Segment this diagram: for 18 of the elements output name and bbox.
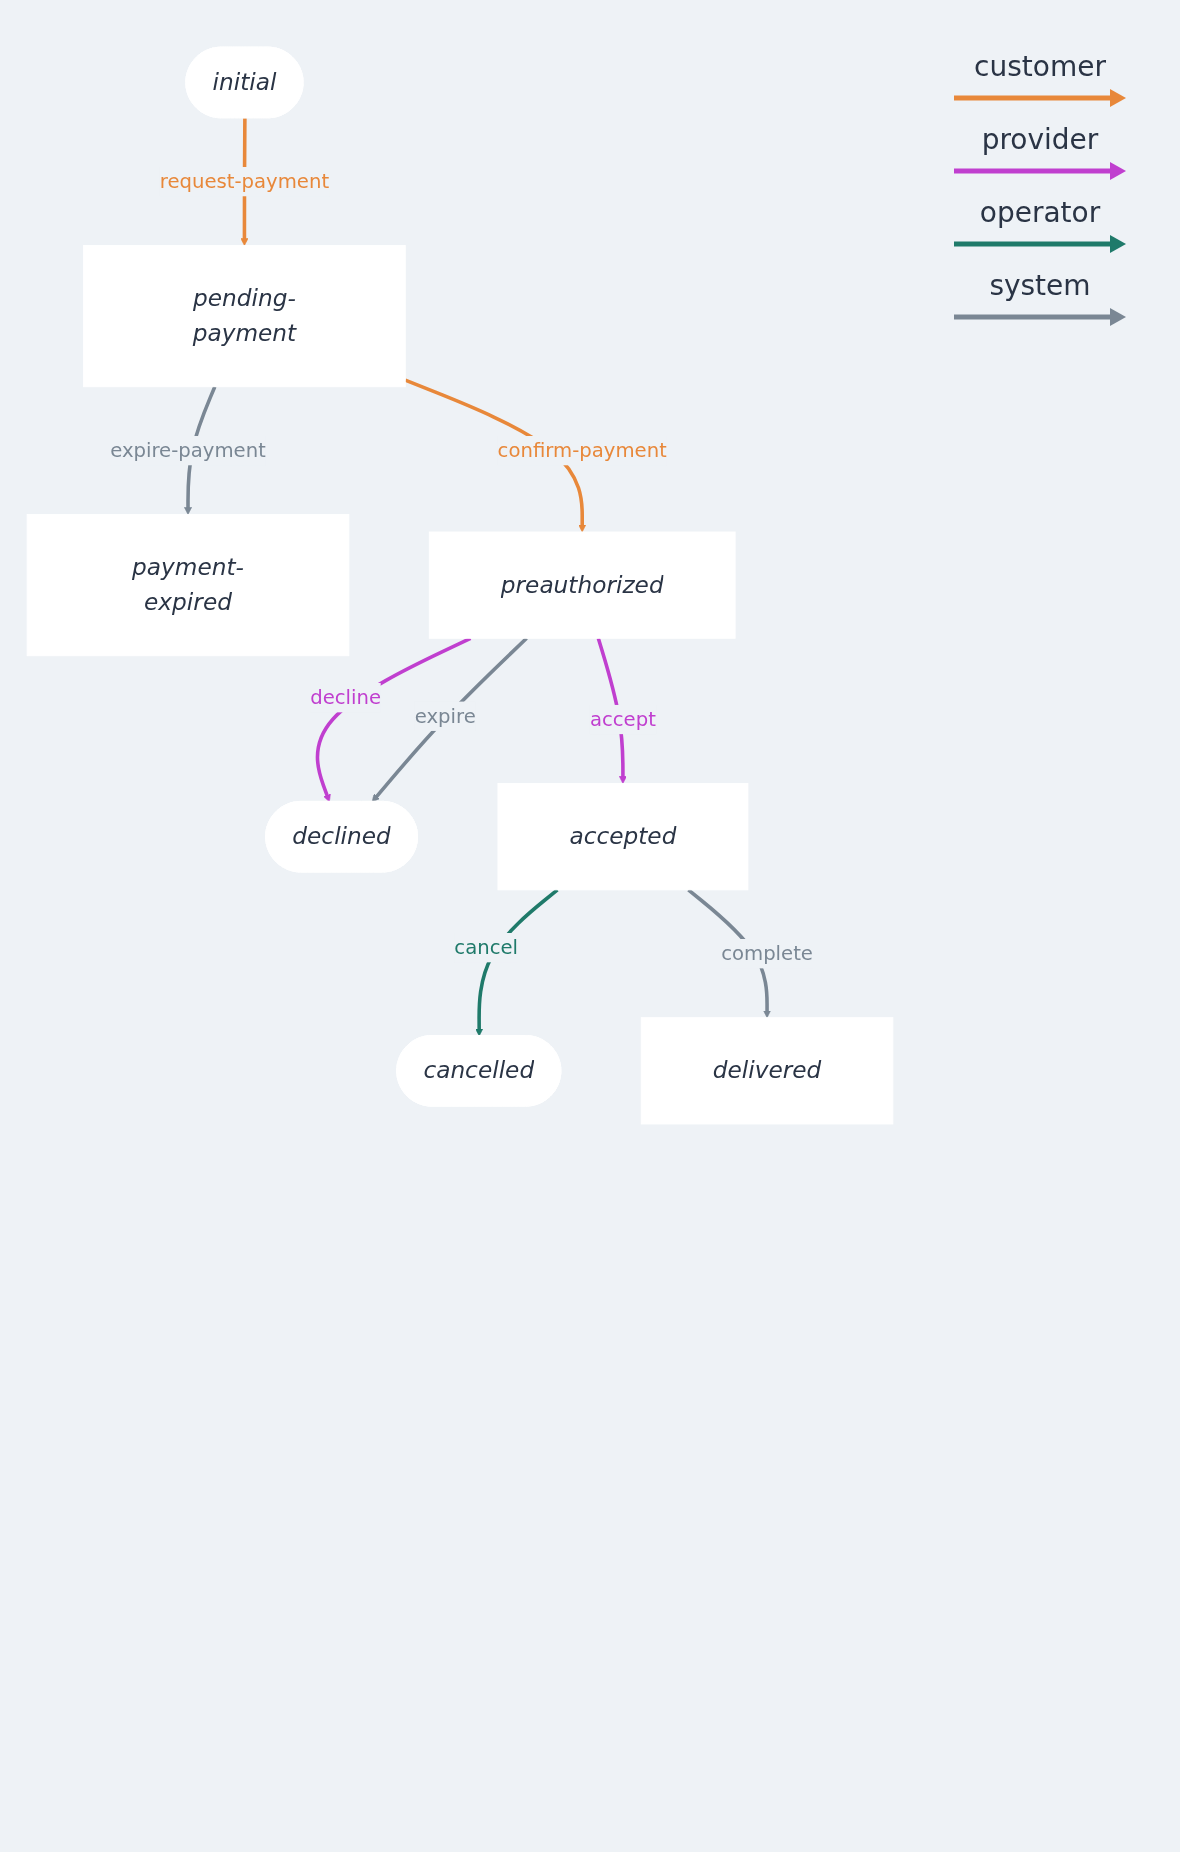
edge-label: complete	[721, 942, 813, 965]
node-box: accepted	[497, 783, 749, 891]
legend-text: system	[989, 269, 1091, 302]
arrow	[371, 637, 528, 803]
node-box: pending-payment	[83, 245, 406, 388]
edge-label: expire	[414, 704, 476, 728]
legend-text: customer	[974, 50, 1106, 83]
edge-label: accept	[589, 708, 656, 731]
node-box: preauthorized	[428, 531, 736, 639]
legend-text: provider	[981, 123, 1099, 156]
edge-label: expire-payment	[110, 439, 266, 462]
edge-label: request-payment	[159, 170, 330, 193]
legend-text: operator	[979, 196, 1101, 229]
edge-label: confirm-payment	[497, 439, 667, 462]
node-box: payment-expired	[26, 514, 350, 657]
edge-label: decline	[310, 686, 382, 709]
edge-label: cancel	[454, 936, 519, 959]
node-box: delivered	[640, 1017, 894, 1125]
